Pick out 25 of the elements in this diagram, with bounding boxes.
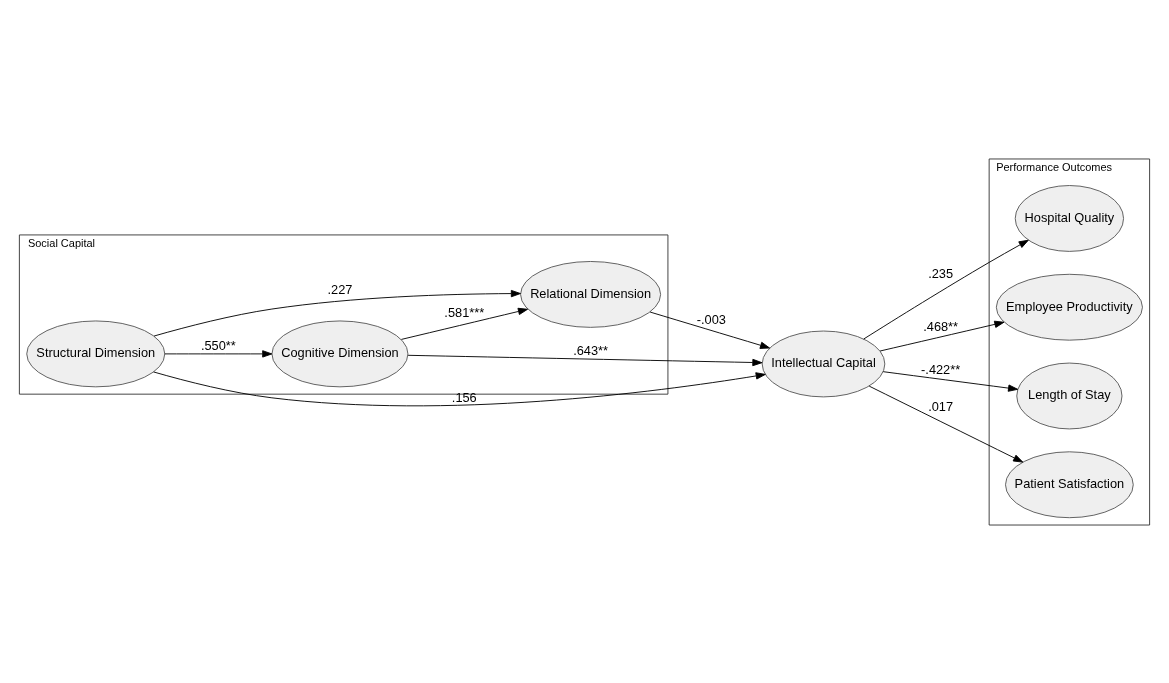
edge-label: .643** — [573, 342, 609, 358]
node-ellipse: Cognitive Dimension — [271, 320, 409, 387]
arrow — [879, 320, 1005, 351]
node-ellipse: Length of Stay — [1016, 362, 1123, 429]
edge-label: -.003 — [696, 311, 726, 327]
node-ellipse: Patient Satisfaction — [1005, 450, 1134, 518]
edge-label: -.422** — [921, 361, 961, 377]
node-ellipse: Relational Dimension — [520, 260, 662, 328]
arrow — [649, 311, 771, 349]
edge-label: .017 — [928, 398, 954, 414]
arrow — [407, 354, 763, 366]
edge-label: .235 — [928, 265, 954, 281]
arrow — [153, 289, 521, 336]
edge-label: .468** — [923, 318, 959, 334]
arrow — [400, 307, 529, 340]
edge-label: .227 — [327, 281, 353, 297]
node-ellipse: Structural Dimension — [26, 320, 166, 387]
arrow — [153, 371, 766, 406]
arrow — [882, 370, 1019, 392]
arrow — [863, 239, 1029, 339]
arrow — [164, 349, 273, 358]
edge-label: .581*** — [444, 304, 485, 320]
node-ellipse: Hospital Quality — [1014, 184, 1124, 252]
edge-label: .550** — [200, 337, 236, 353]
arrow — [868, 385, 1024, 463]
